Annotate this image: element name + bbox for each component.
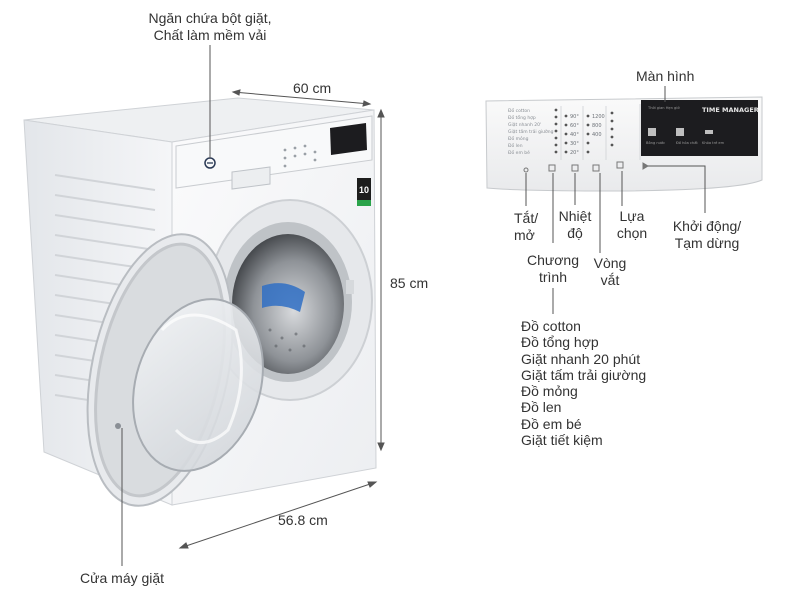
- machine-control-panel: [175, 115, 373, 189]
- program-item: Đồ mỏng: [521, 383, 578, 400]
- program-item: Đồ len: [521, 399, 562, 416]
- program-label-line2: trình: [538, 269, 567, 285]
- height-dimension-label: 85 cm: [390, 275, 429, 291]
- program-item: Đồ tổng hợp: [521, 334, 599, 351]
- start-label-line1: Khởi động/: [672, 218, 742, 234]
- option-label-line2: chọn: [616, 225, 648, 241]
- temperature-label-line2: độ: [567, 225, 583, 241]
- temperature-label-line1: Nhiệt: [558, 208, 592, 224]
- spin-label-line2: vắt: [600, 272, 620, 288]
- program-item: Đồ cotton: [521, 318, 581, 334]
- spin-label: Vòng vắt: [588, 255, 632, 289]
- svg-text:Đồ hóa chất: Đồ hóa chất: [676, 141, 698, 145]
- svg-text:Giặt nhanh 20': Giặt nhanh 20': [508, 122, 541, 128]
- power-label-line2: mở: [514, 227, 535, 243]
- program-item: Giặt nhanh 20 phút: [521, 350, 641, 367]
- power-label: Tắt/ mở: [514, 210, 538, 244]
- machine-display-screen: [330, 123, 367, 155]
- display-screen-icon: [641, 100, 758, 156]
- door-glass-icon: [86, 233, 264, 507]
- svg-text:1200: 1200: [592, 114, 605, 120]
- door-label: Cửa máy giặt: [80, 570, 165, 586]
- svg-text:400: 400: [592, 132, 602, 138]
- power-label-line1: Tắt/: [514, 210, 539, 226]
- detergent-label-line1: Ngăn chứa bột giặt,: [148, 10, 272, 26]
- svg-text:20°: 20°: [570, 150, 579, 156]
- start-label-line2: Tạm dừng: [674, 235, 740, 251]
- program-list: Đồ cotton Đồ tổng hợp Giặt nhanh 20 phút…: [521, 318, 646, 448]
- svg-text:Đồ mỏng: Đồ mỏng: [508, 134, 529, 142]
- svg-text:10: 10: [359, 185, 369, 195]
- svg-text:Đồ len: Đồ len: [508, 141, 523, 149]
- svg-text:800: 800: [592, 123, 602, 129]
- program-label: Chương trình: [522, 252, 584, 286]
- svg-text:Giặt tấm trải giường: Giặt tấm trải giường: [508, 128, 554, 135]
- temperature-label: Nhiệt độ: [553, 208, 597, 242]
- svg-text:60°: 60°: [570, 123, 579, 129]
- depth-dimension-label: 56.8 cm: [278, 512, 328, 528]
- svg-text:Đồ tổng hợp: Đồ tổng hợp: [508, 113, 536, 121]
- svg-text:40°: 40°: [570, 132, 579, 138]
- program-item: Giặt tiết kiệm: [521, 432, 603, 449]
- svg-text:90°: 90°: [570, 114, 579, 120]
- svg-text:Bông nước: Bông nước: [646, 141, 665, 145]
- program-item: Đồ em bé: [521, 415, 582, 432]
- option-label-line1: Lựa: [619, 208, 645, 224]
- svg-text:Khóa trẻ em: Khóa trẻ em: [702, 141, 725, 145]
- program-item: Giặt tấm trải giường: [521, 366, 647, 383]
- start-pause-label: Khởi động/ Tạm dừng: [665, 218, 749, 252]
- program-label-line1: Chương: [526, 252, 580, 268]
- svg-text:Thời gian Hẹn giờ: Thời gian Hẹn giờ: [647, 106, 680, 110]
- option-label: Lựa chọn: [610, 208, 654, 242]
- detergent-drawer-label: Ngăn chứa bột giặt, Chất làm mềm vải: [130, 10, 290, 44]
- svg-text:Đồ em bé: Đồ em bé: [508, 148, 530, 156]
- detergent-label-line2: Chất làm mềm vải: [153, 27, 267, 43]
- spin-label-line1: Vòng: [593, 255, 627, 271]
- svg-text:30°: 30°: [570, 141, 579, 147]
- width-dimension-label: 60 cm: [293, 80, 332, 96]
- capacity-badge: [357, 178, 371, 200]
- svg-text:TIME MANAGER: TIME MANAGER: [702, 106, 759, 114]
- svg-text:Đồ cotton: Đồ cotton: [508, 106, 530, 114]
- detergent-drawer: [231, 166, 271, 190]
- display-label: Màn hình: [636, 68, 695, 84]
